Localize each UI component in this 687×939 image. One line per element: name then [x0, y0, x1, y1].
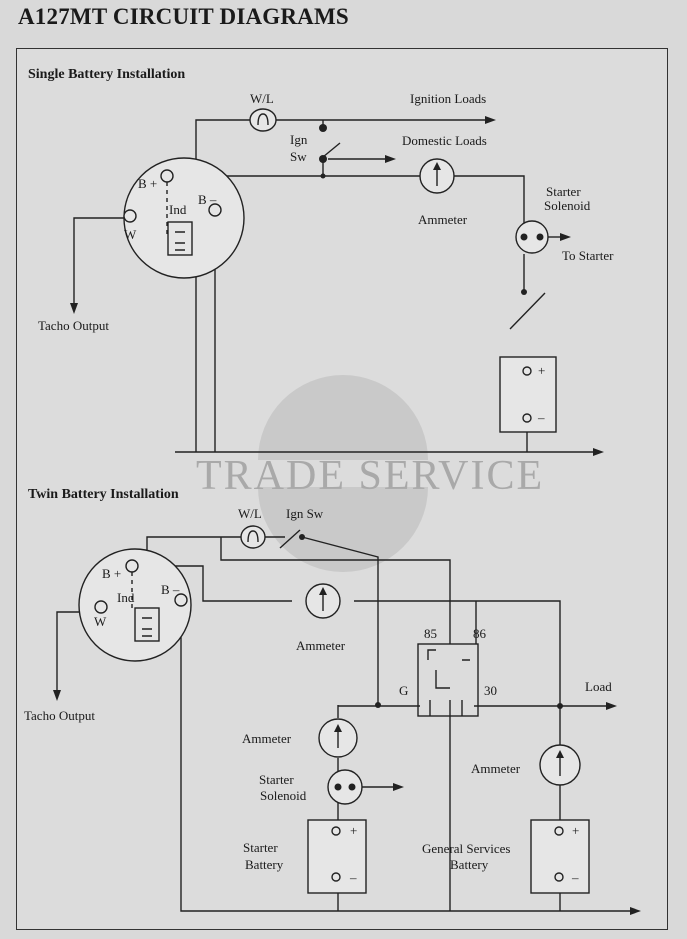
twin-relay-g: G	[399, 683, 408, 698]
twin-ind-marks	[142, 617, 152, 637]
single-starter-label: Starter	[546, 184, 581, 199]
single-battery-plus: +	[538, 363, 545, 378]
single-ind-marks	[175, 231, 185, 251]
twin-relay	[417, 643, 479, 717]
twin-wl-label: W/L	[238, 506, 262, 521]
twin-starter-battery-label-1: Starter	[243, 840, 278, 855]
single-battery-pos	[522, 366, 532, 376]
single-ammeter-arrowhead	[433, 162, 441, 170]
twin-ammeter-general-label: Ammeter	[471, 761, 521, 776]
single-ign-dot-top	[319, 124, 327, 132]
twin-starter-label: Starter	[259, 772, 294, 787]
single-to-starter: To Starter	[562, 248, 614, 263]
single-ind-label: Ind	[169, 202, 187, 217]
twin-solenoid-label: Solenoid	[260, 788, 307, 803]
twin-alternator	[78, 548, 192, 662]
twin-b-minus-terminal	[174, 593, 188, 607]
single-heading: Single Battery Installation	[28, 67, 185, 82]
twin-junction-30	[557, 703, 563, 709]
twin-load-label: Load	[585, 679, 612, 694]
twin-relay-contacts	[427, 649, 470, 716]
twin-ammeter-starter-label: Ammeter	[242, 731, 292, 746]
single-switch-contact	[521, 289, 527, 295]
single-b-minus-terminal	[208, 203, 222, 217]
single-sw-label: Sw	[290, 149, 307, 164]
page-title: A127MT CIRCUIT DIAGRAMS	[18, 4, 349, 29]
twin-solenoid-dot-left	[334, 783, 342, 791]
single-lamp-filament	[257, 113, 269, 126]
single-ind-box	[167, 221, 193, 256]
twin-general-battery-label-1: General Services	[422, 841, 510, 856]
twin-ammeter-starter-arrowhead	[334, 724, 342, 732]
twin-w-label: W	[94, 614, 107, 629]
single-ign-dot-bottom	[319, 155, 327, 163]
twin-starter-battery-plus: +	[350, 823, 357, 838]
twin-general-battery-plus: +	[572, 823, 579, 838]
single-b-plus-terminal	[160, 169, 174, 183]
single-solenoid-label: Solenoid	[544, 198, 591, 213]
twin-general-battery-pos	[554, 826, 564, 836]
watermark: TRADE SERVICE	[196, 375, 544, 572]
twin-starter-battery-label-2: Battery	[245, 857, 284, 872]
single-solenoid-dot-right	[536, 233, 544, 241]
twin-general-battery-label-2: Battery	[450, 857, 489, 872]
twin-relay-85: 85	[424, 626, 437, 641]
twin-general-battery-neg	[554, 872, 564, 882]
twin-b-plus-terminal	[125, 559, 139, 573]
twin-ammeter-alternator-label: Ammeter	[296, 638, 346, 653]
twin-junction-g	[375, 702, 381, 708]
single-junction	[320, 173, 326, 179]
twin-ammeter-general-arrowhead	[556, 750, 564, 758]
twin-general-battery-minus: –	[571, 870, 579, 885]
twin-heading: Twin Battery Installation	[28, 487, 179, 502]
twin-lamp-filament	[247, 530, 259, 543]
single-ammeter-label: Ammeter	[418, 212, 468, 227]
single-w-terminal	[123, 209, 137, 223]
twin-starter-battery-minus: –	[349, 870, 357, 885]
single-wires	[70, 116, 604, 456]
single-battery-minus: –	[537, 410, 545, 425]
single-tacho-output: Tacho Output	[38, 318, 109, 333]
twin-b-plus-label: B +	[102, 566, 121, 581]
twin-b-minus-label: B –	[161, 582, 180, 597]
twin-ign-contact	[299, 534, 305, 540]
single-battery-neg	[522, 413, 532, 423]
twin-solenoid-dot-right	[348, 783, 356, 791]
twin-starter-solenoid	[327, 769, 363, 805]
watermark-text: TRADE SERVICE	[196, 453, 544, 499]
single-ign-label: Ign	[290, 132, 308, 147]
watermark-arc-bottom	[258, 487, 428, 572]
twin-starter-battery-neg	[331, 872, 341, 882]
single-w-label: W	[124, 227, 137, 242]
twin-w-terminal	[94, 600, 108, 614]
single-ignition-loads: Ignition Loads	[410, 91, 486, 106]
twin-warning-lamp	[240, 525, 266, 549]
twin-ammeter-alternator-arrowhead	[319, 587, 327, 595]
single-b-minus-label: B –	[198, 192, 217, 207]
twin-ign-sw-label: Ign Sw	[286, 506, 324, 521]
twin-starter-battery-pos	[331, 826, 341, 836]
single-warning-lamp	[249, 108, 277, 132]
twin-tacho-output: Tacho Output	[24, 708, 95, 723]
single-solenoid-dot-left	[520, 233, 528, 241]
single-domestic-loads: Domestic Loads	[402, 133, 487, 148]
twin-relay-86: 86	[473, 626, 487, 641]
single-b-plus-label: B +	[138, 176, 157, 191]
single-wl-label: W/L	[250, 91, 274, 106]
single-starter-solenoid	[515, 220, 549, 254]
watermark-arc-top	[258, 375, 428, 460]
twin-ind-label: Ind	[117, 590, 135, 605]
twin-relay-30: 30	[484, 683, 497, 698]
